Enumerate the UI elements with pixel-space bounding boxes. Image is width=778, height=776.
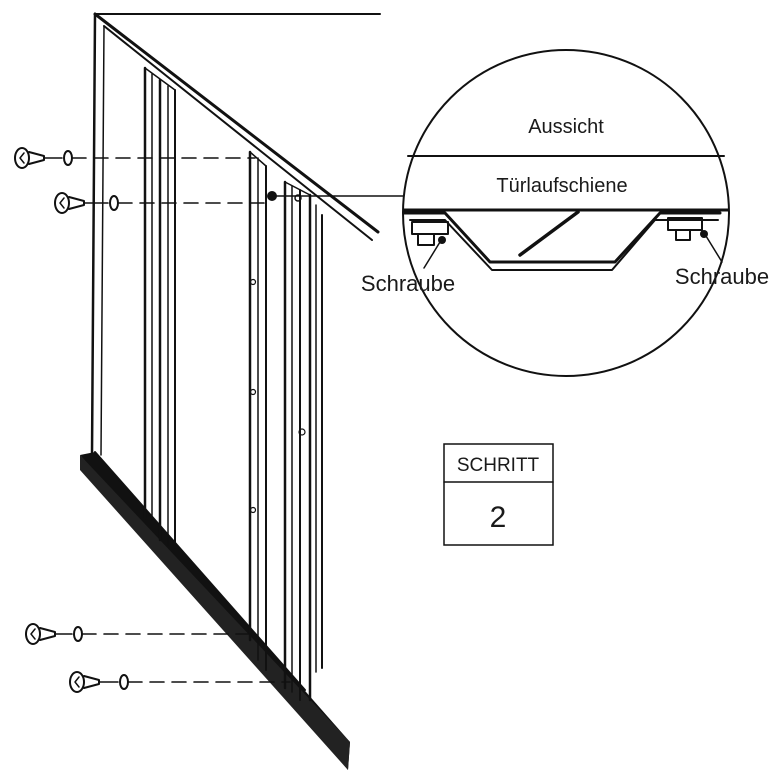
screw-label-left: Schraube bbox=[361, 271, 455, 296]
rail-label: Türlaufschiene bbox=[496, 175, 627, 197]
left-door-stiles bbox=[143, 66, 176, 549]
screw-top-1 bbox=[14, 147, 256, 169]
screw-leader-left bbox=[423, 241, 441, 269]
screw-bottom-2 bbox=[69, 671, 291, 693]
screw-leader-right bbox=[705, 235, 723, 263]
screw-bottom-1 bbox=[25, 623, 256, 645]
screw-top-2 bbox=[54, 192, 269, 214]
screw-label-right: Schraube bbox=[675, 264, 769, 289]
step-title: SCHRITT bbox=[457, 455, 540, 476]
detail-title: Aussicht bbox=[528, 116, 604, 138]
detail-callout: Aussicht Türlaufschiene bbox=[402, 49, 730, 377]
cabinet-body bbox=[80, 12, 381, 770]
right-door-stiles bbox=[248, 150, 323, 702]
step-number: 2 bbox=[490, 501, 507, 534]
step-box: SCHRITT 2 bbox=[443, 443, 554, 546]
